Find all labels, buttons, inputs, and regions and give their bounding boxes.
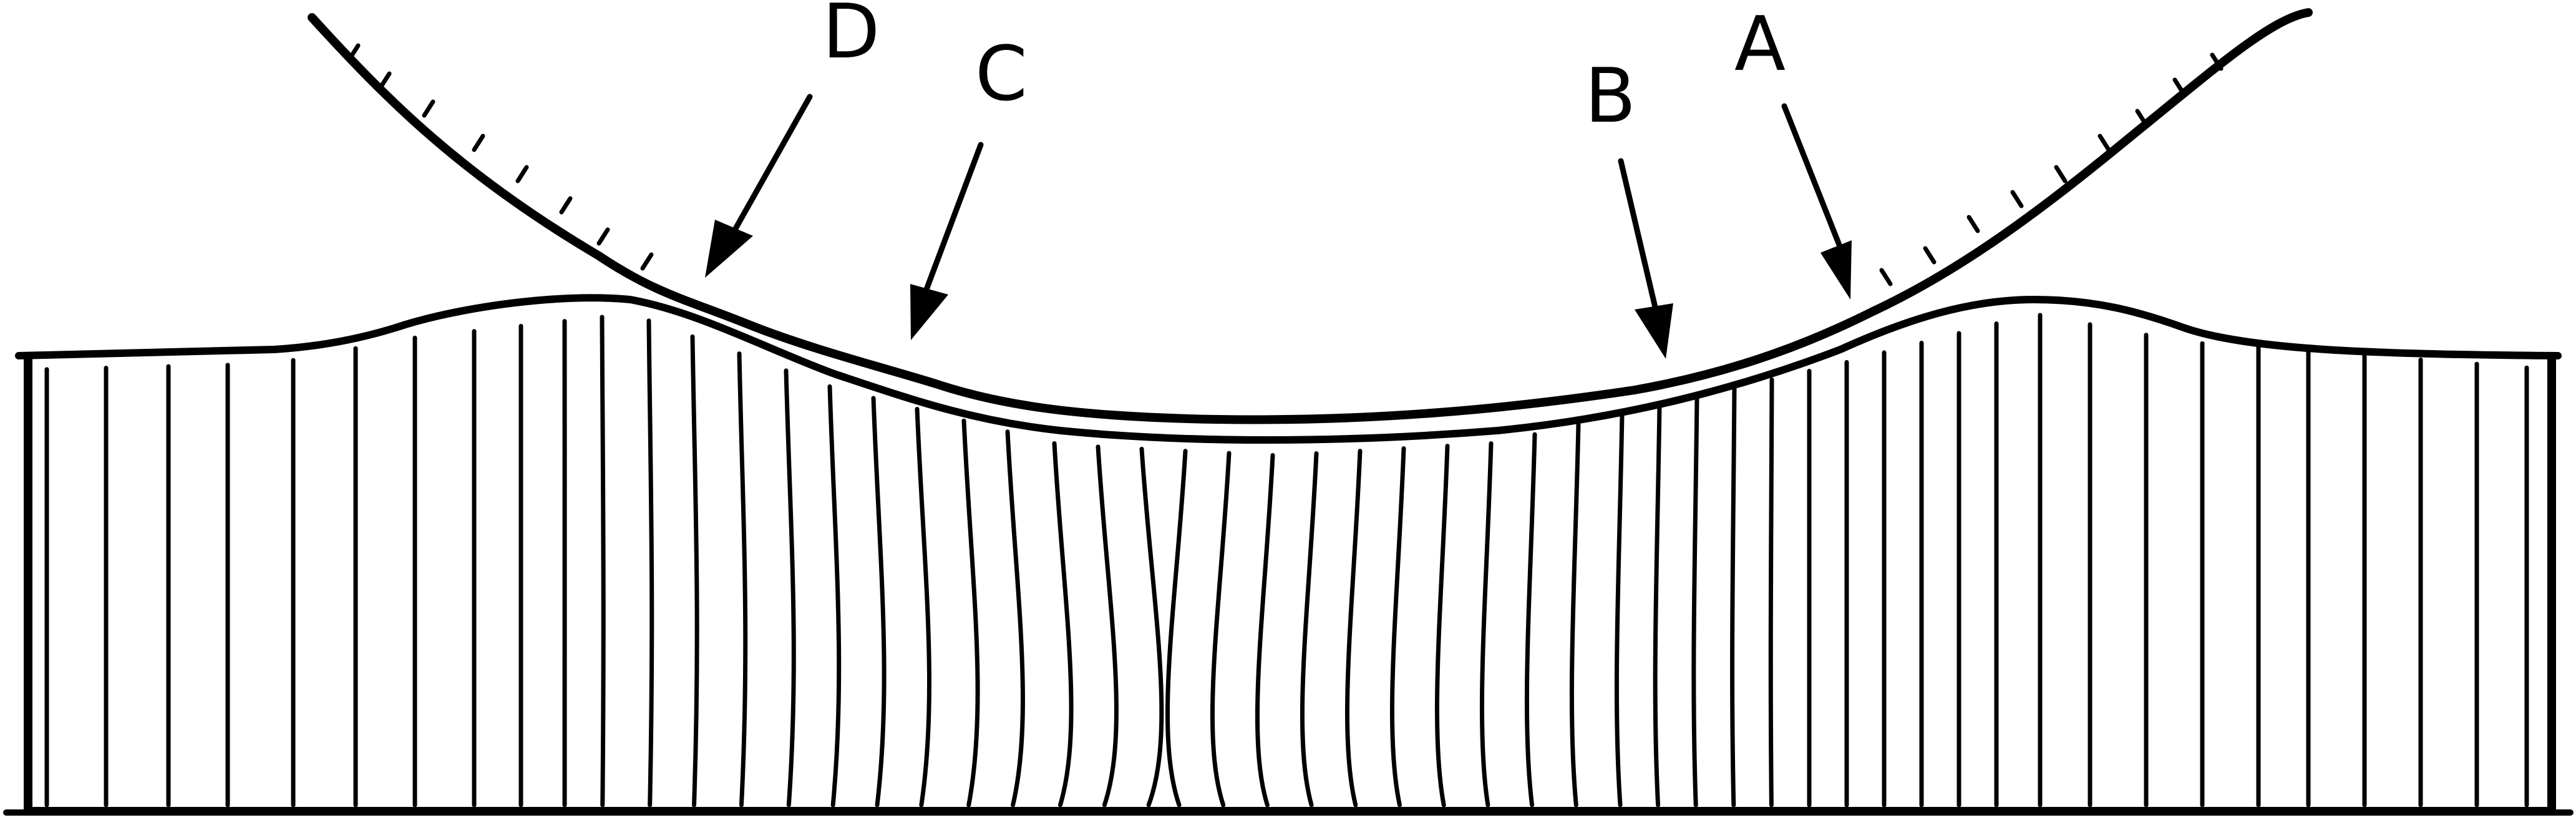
cuticle-spine [1923, 246, 1937, 265]
cell-wall [1569, 422, 1581, 808]
cell-wall [1434, 444, 1450, 808]
cell-wall [827, 384, 842, 808]
cell-wall [737, 351, 748, 808]
cell-wall [1210, 451, 1232, 808]
epithelium-outline [3, 294, 2574, 816]
columnar-cells [44, 313, 2529, 808]
cuticle-spine [2097, 134, 2111, 152]
cuticle-spine [2210, 52, 2224, 71]
cell-wall [1300, 451, 1319, 808]
cell-wall [1165, 449, 1188, 808]
cuticle-spine [472, 134, 485, 152]
cuticle-spine [422, 99, 435, 118]
cuticle-spine [1879, 268, 1893, 286]
cell-wall [1653, 403, 1662, 808]
cell-wall [871, 396, 887, 808]
cuticle-spine [596, 227, 610, 246]
label-c: C [975, 31, 1028, 118]
cell-wall [784, 368, 796, 808]
cuticle-spine [2054, 165, 2068, 183]
cell-wall [961, 418, 980, 808]
label-b: B [1585, 53, 1636, 140]
cuticle-membrane [308, 8, 2313, 424]
arrow-d [705, 94, 813, 278]
cell-wall [1524, 432, 1537, 808]
cell-wall [1730, 386, 1737, 808]
cell-wall [1096, 444, 1119, 808]
pointer-arrows [705, 94, 1852, 359]
cuticle-spine [2010, 190, 2024, 208]
cell-wall [915, 407, 932, 808]
cell-wall [1691, 394, 1699, 808]
cell-wall [1344, 449, 1363, 808]
cuticle-spine [2172, 77, 2186, 96]
cuticle-spine [1966, 215, 1980, 233]
cell-wall [646, 318, 654, 808]
cell-wall [1479, 441, 1494, 808]
cell-wall [690, 334, 699, 808]
cuticle-spines [347, 43, 2224, 286]
cuticle-spine [640, 252, 654, 271]
cuticle-spine [559, 196, 573, 215]
cell-wall [1389, 446, 1406, 808]
cell-wall [1768, 377, 1774, 808]
arrow-a [1781, 103, 1852, 300]
cell-wall [1139, 446, 1164, 808]
cuticle-spine [347, 43, 361, 62]
label-a: A [1734, 1, 1786, 88]
cell-wall [600, 315, 606, 808]
cuticle-spine [2135, 109, 2149, 127]
cell-wall [1005, 429, 1025, 808]
cell-wall [1255, 453, 1275, 808]
cuticle-spine [378, 71, 392, 90]
cell-wall [1052, 441, 1074, 808]
label-d: D [822, 0, 880, 76]
arrow-b [1618, 158, 1673, 359]
arrow-c [910, 142, 984, 340]
cell-wall [1614, 412, 1625, 808]
cuticle-spine [515, 165, 529, 183]
